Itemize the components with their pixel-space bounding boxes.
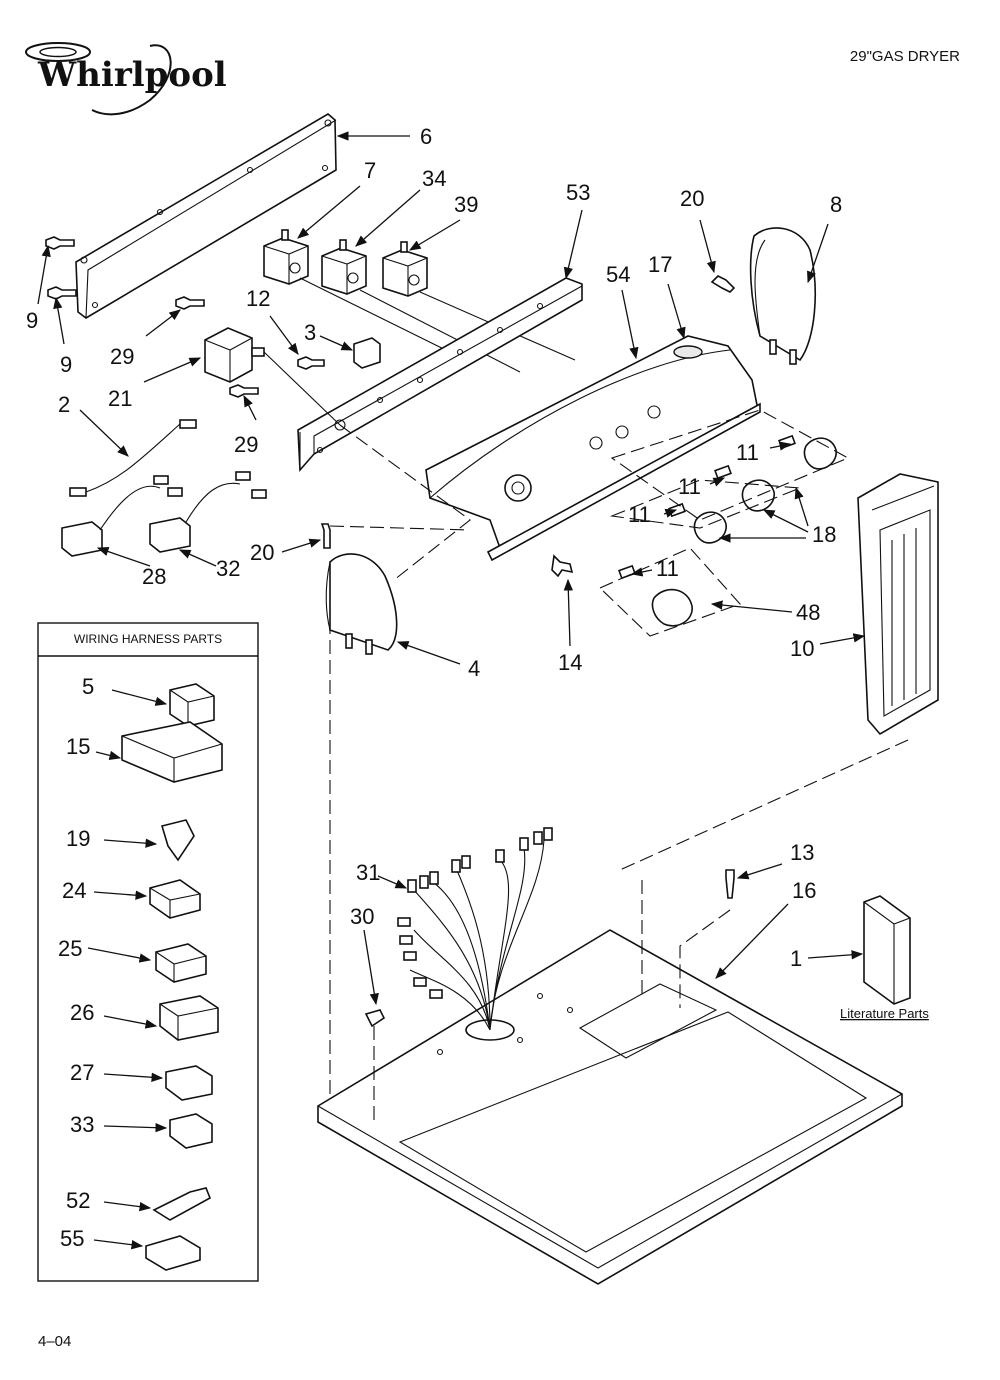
whirlpool-logo-swirl (25, 42, 91, 62)
callout-16: 16 (792, 878, 816, 903)
callout-39: 39 (454, 192, 478, 217)
leader-arrows (37, 131, 866, 1250)
wiring-part-label: 5 (82, 674, 94, 699)
whirlpool-logo: Whirlpool (25, 42, 227, 116)
callout-20b: 20 (250, 540, 274, 565)
callout-54: 54 (606, 262, 630, 287)
literature-part-1 (863, 895, 911, 1005)
wiring-part-label: 25 (58, 936, 82, 961)
callout-29b: 29 (234, 432, 258, 457)
connector-icon (121, 683, 223, 1271)
wiring-part-label: 24 (62, 878, 86, 903)
wiring-part-label: 33 (70, 1112, 94, 1137)
callout-4: 4 (468, 656, 480, 681)
callout-labels: 6 7 34 39 53 20 8 9 9 29 12 3 54 17 21 2… (26, 124, 842, 1251)
callout-53: 53 (566, 180, 590, 205)
screw-icon (45, 236, 77, 300)
wiring-part-label: 55 (60, 1226, 84, 1251)
wire-harness-part-32 (149, 471, 267, 553)
wire-harness-part-28 (61, 475, 183, 557)
callout-32: 32 (216, 556, 240, 581)
callout-29a: 29 (110, 344, 134, 369)
callout-11c: 11 (628, 502, 651, 527)
wiring-part-label: 27 (70, 1060, 94, 1085)
end-cap-part-4 (325, 553, 398, 655)
callout-34: 34 (422, 166, 446, 191)
callout-6: 6 (420, 124, 432, 149)
literature-label: Literature Parts (840, 1006, 929, 1021)
wiring-part-label: 15 (66, 734, 90, 759)
callout-17: 17 (648, 252, 672, 277)
callout-20a: 20 (680, 186, 704, 211)
callout-3: 3 (304, 320, 316, 345)
switch-part-34 (321, 239, 367, 295)
wire-harness-part-31 (397, 827, 553, 1031)
wiring-part-label: 26 (70, 1000, 94, 1025)
callout-30: 30 (350, 904, 374, 929)
callout-31: 31 (356, 860, 380, 885)
knob-icon (651, 437, 837, 627)
callout-48: 48 (796, 600, 820, 625)
callout-18: 18 (812, 522, 836, 547)
callout-1: 1 (790, 946, 802, 971)
callout-11d: 11 (656, 556, 679, 581)
lint-screen-part-10 (857, 473, 939, 736)
page-number: 4–04 (38, 1333, 71, 1350)
callout-2: 2 (58, 392, 70, 417)
callout-14: 14 (558, 650, 582, 675)
wiring-box-title: WIRING HARNESS PARTS (74, 632, 222, 646)
callout-8: 8 (830, 192, 842, 217)
brand-name: Whirlpool (37, 55, 227, 95)
callout-9b: 9 (60, 352, 72, 377)
callout-11b: 11 (678, 474, 701, 499)
callout-12: 12 (246, 286, 270, 311)
wiring-part-label: 19 (66, 826, 90, 851)
callout-11a: 11 (736, 440, 759, 465)
callout-28: 28 (142, 564, 166, 589)
wiring-part-label: 52 (66, 1188, 90, 1213)
callout-7: 7 (364, 158, 376, 183)
top-cabinet-part-16 (317, 929, 903, 1285)
callout-9a: 9 (26, 308, 38, 333)
wire-harness-part-2 (69, 419, 197, 497)
end-cap-part-8 (749, 227, 816, 365)
console-panel-part-54 (425, 335, 761, 562)
wiring-harness-box: WIRING HARNESS PARTS (37, 622, 259, 1282)
callout-10: 10 (790, 636, 814, 661)
model-title: 29"GAS DRYER (850, 48, 960, 65)
switch-part-7 (263, 229, 309, 285)
callout-13: 13 (790, 840, 814, 865)
timer-part-21 (204, 327, 341, 426)
back-panel-part-6 (75, 113, 337, 319)
callout-21: 21 (108, 386, 132, 411)
switch-part-39 (382, 241, 428, 297)
